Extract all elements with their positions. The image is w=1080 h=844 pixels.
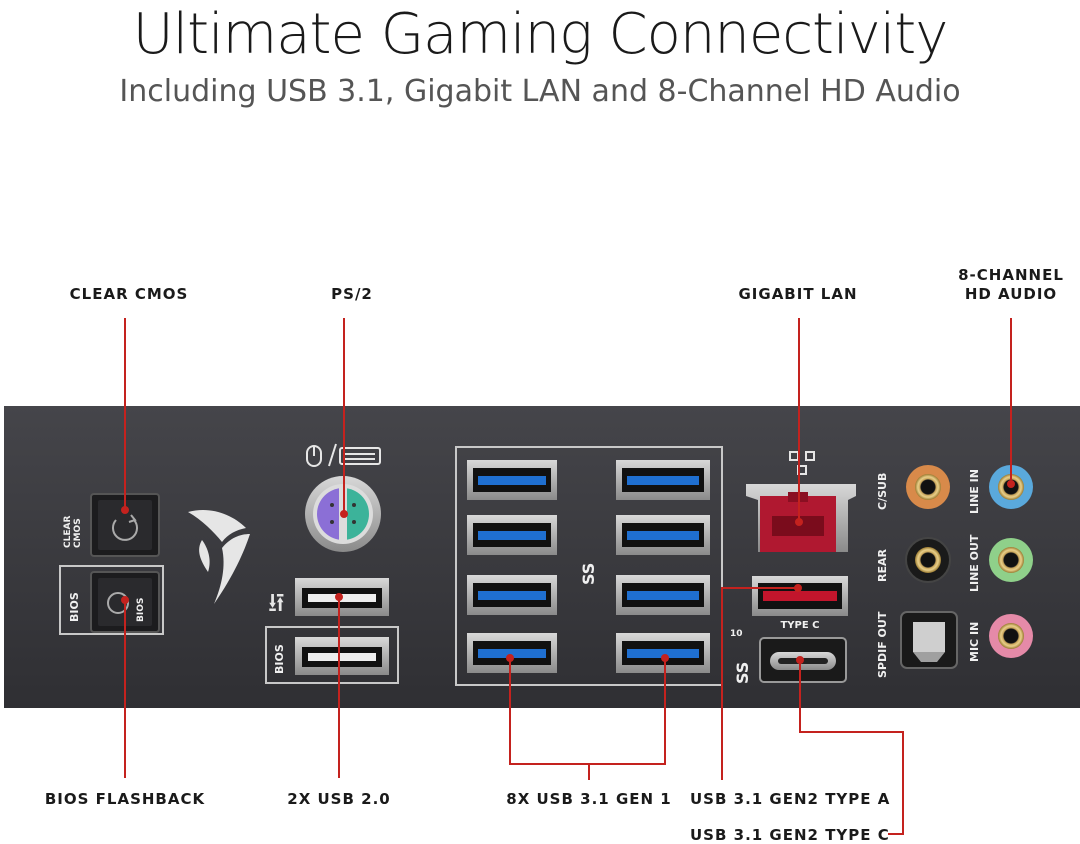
refresh-icon	[112, 519, 138, 541]
audio-label-line-in: LINE IN	[968, 469, 981, 514]
usb31-gen1-port-7[interactable]	[467, 633, 557, 673]
usb31-gen1-frame	[455, 446, 723, 686]
bios-flashback-callout-label: BIOS FLASHBACK	[44, 790, 206, 808]
superspeed10-sup: 10	[730, 629, 743, 639]
usb31-gen2-type-a-callout-label: USB 3.1 GEN2 TYPE A	[690, 790, 891, 808]
superspeed-logo: SS	[579, 563, 598, 585]
usb31-gen1-port-2[interactable]	[616, 460, 710, 500]
gigabit-lan-port[interactable]	[746, 484, 856, 552]
page-subtitle: Including USB 3.1, Gigabit LAN and 8-Cha…	[119, 74, 961, 109]
svg-text:BIOS: BIOS	[136, 598, 146, 622]
usb20-bios-label: BIOS	[273, 644, 286, 674]
audio-label-c-sub: C/SUB	[876, 473, 889, 510]
superspeed10-logo: SS	[733, 662, 752, 684]
usb31-gen1-port-8[interactable]	[616, 633, 710, 673]
usb20-bios-frame	[265, 626, 399, 684]
audio-jack-c-sub[interactable]	[906, 465, 950, 509]
rog-logo	[188, 509, 250, 604]
usb31-gen2-type-c-callout-label: USB 3.1 GEN2 TYPE C	[690, 826, 890, 844]
audio-label-spdif-out: SPDIF OUT	[876, 611, 889, 678]
ps2-callout-label: PS/2	[331, 285, 373, 303]
mouse-keyboard-icon	[306, 443, 381, 467]
usb31-gen1-port-4[interactable]	[616, 515, 710, 555]
clear-cmos-button[interactable]	[90, 493, 160, 557]
spdif-out-port[interactable]	[900, 611, 958, 669]
callout-lines	[121, 318, 1015, 835]
gigabit-lan-callout-label: GIGABIT LAN	[738, 285, 858, 303]
clear-cmos-panel-label-2: CMOS	[73, 518, 83, 548]
audio-label-rear: REAR	[876, 549, 889, 582]
bios-panel-label: BIOS	[68, 592, 81, 622]
audio-jack-mic-in[interactable]	[989, 614, 1033, 658]
hd-audio-line2: HD AUDIO	[964, 285, 1058, 303]
usb31-gen1-port-1[interactable]	[467, 460, 557, 500]
hd-audio-callout-label: 8-CHANNEL HD AUDIO	[958, 266, 1064, 304]
hd-audio-line1: 8-CHANNEL	[958, 266, 1064, 284]
usb31-gen1-port-5[interactable]	[467, 575, 557, 615]
audio-jack-rear[interactable]	[905, 537, 951, 583]
usb20-callout-label: 2X USB 2.0	[287, 790, 391, 808]
usb31-gen2-type-a-port[interactable]	[752, 576, 848, 616]
audio-jack-line-out[interactable]	[989, 538, 1033, 582]
flash-icon	[107, 592, 129, 614]
clear-cmos-panel-label: CLEAR	[63, 516, 73, 548]
audio-label-mic-in: MIC IN	[968, 622, 981, 662]
page-title: Ultimate Gaming Connectivity	[132, 2, 949, 67]
clear-cmos-callout-label: CLEAR CMOS	[69, 285, 189, 303]
usb-icon: ⭿	[268, 589, 285, 619]
usb31-gen1-port-3[interactable]	[467, 515, 557, 555]
usb20-port-2[interactable]	[295, 637, 389, 675]
type-c-panel-label: TYPE C	[780, 620, 819, 631]
bios-frame	[59, 565, 164, 635]
usb31-gen1-callout-label: 8X USB 3.1 GEN 1	[506, 790, 672, 808]
audio-label-line-out: LINE OUT	[968, 534, 981, 592]
usb31-gen1-port-6[interactable]	[616, 575, 710, 615]
